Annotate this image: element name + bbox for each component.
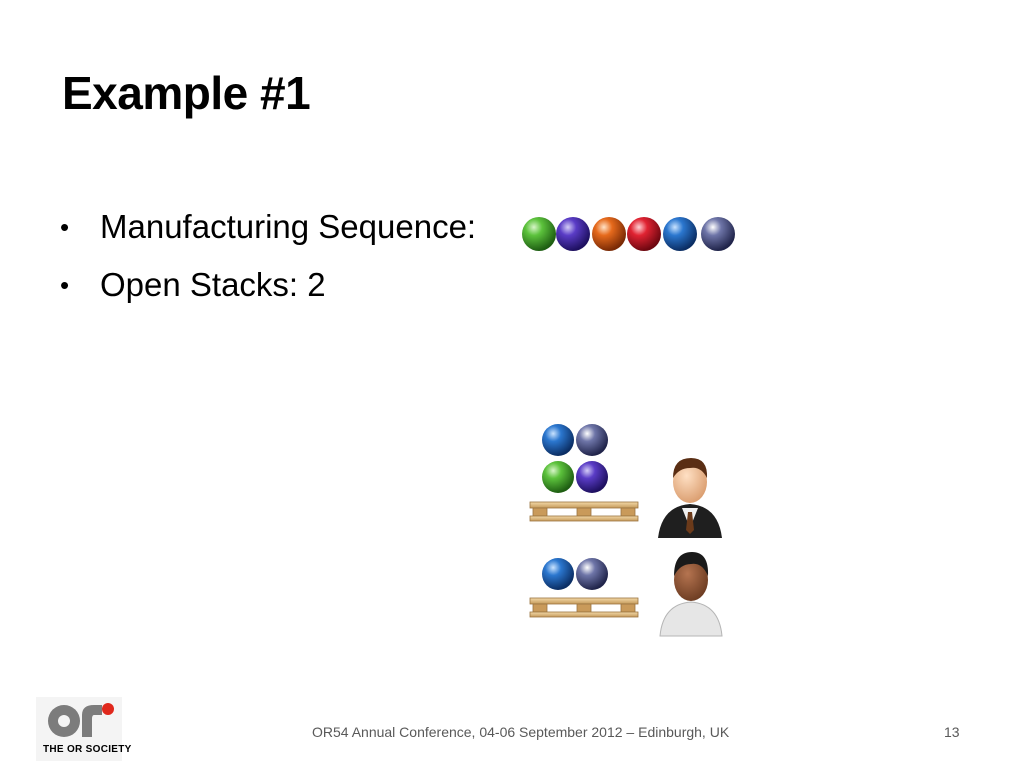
blue-sphere-icon: [663, 217, 697, 251]
logo-caption: THE OR SOCIETY: [43, 744, 132, 755]
orange-sphere-icon: [592, 217, 626, 251]
bullet-item-sequence: • Manufacturing Sequence:: [60, 198, 476, 256]
bullet-text: Open Stacks: 2: [100, 266, 326, 303]
footer-text: OR54 Annual Conference, 04-06 September …: [312, 724, 730, 740]
worker-icon: [659, 552, 723, 637]
blue-sphere-icon: [542, 424, 574, 456]
businessman-icon: [658, 458, 722, 538]
red-sphere-icon: [627, 217, 661, 251]
stacks-illustration: [529, 424, 723, 637]
green-sphere-icon: [522, 217, 556, 251]
green-sphere-icon: [542, 461, 574, 493]
slate-sphere-icon: [701, 217, 735, 251]
bullet-text: Manufacturing Sequence:: [100, 208, 477, 245]
bullet-list: • Manufacturing Sequence: • Open Stacks:…: [60, 198, 476, 314]
or-society-logo: [36, 697, 122, 761]
slate-sphere-icon: [576, 558, 608, 590]
slide-title: Example #1: [62, 67, 311, 119]
blue-sphere-icon: [542, 558, 574, 590]
stack-1: [529, 424, 722, 538]
pallet-icon: [529, 501, 639, 522]
bullet-dot: •: [60, 211, 70, 242]
bullet-dot: •: [60, 269, 70, 300]
purple-sphere-icon: [556, 217, 590, 251]
sequence-spheres: [522, 217, 735, 251]
bullet-item-open-stacks: • Open Stacks: 2: [60, 256, 476, 314]
page-number: 13: [944, 724, 960, 740]
slate-sphere-icon: [576, 424, 608, 456]
stack-2: [529, 552, 723, 637]
purple-sphere-icon: [576, 461, 608, 493]
pallet-icon: [529, 597, 639, 618]
